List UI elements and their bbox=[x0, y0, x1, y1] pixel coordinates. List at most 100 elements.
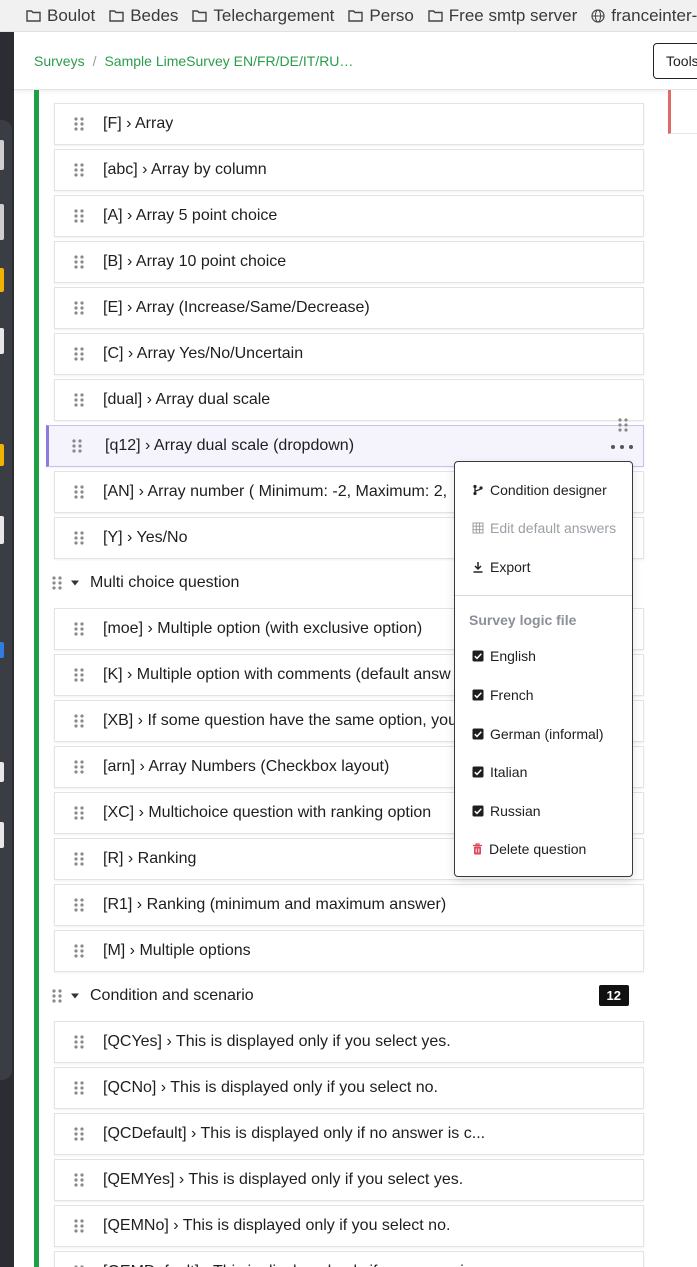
caret-down-icon[interactable] bbox=[70, 992, 80, 1000]
breadcrumb-survey-link[interactable]: Sample LimeSurvey EN/FR/DE/IT/RU… bbox=[104, 52, 354, 69]
question-label[interactable]: [K] › Multiple option with comments (def… bbox=[103, 666, 451, 683]
question-label[interactable]: [QEMYes] › This is displayed only if you… bbox=[103, 1171, 464, 1188]
question-label[interactable]: [QCDefault] › This is displayed only if … bbox=[103, 1125, 486, 1142]
drag-handle-icon[interactable] bbox=[55, 851, 103, 867]
menu-item-label: Delete question bbox=[489, 841, 587, 857]
drag-handle-icon[interactable] bbox=[49, 438, 105, 454]
breadcrumb-surveys-link[interactable]: Surveys bbox=[34, 52, 85, 69]
caret-down-icon[interactable] bbox=[70, 579, 80, 587]
question-row[interactable]: [QEMDefault] › This is displayed only if… bbox=[54, 1251, 644, 1267]
bookmark-perso[interactable]: Perso bbox=[348, 6, 414, 26]
question-label[interactable]: [B] › Array 10 point choice bbox=[103, 253, 287, 270]
menu-divider bbox=[455, 595, 632, 596]
drag-handle-icon[interactable] bbox=[55, 943, 103, 959]
question-actions-button[interactable] bbox=[611, 440, 633, 454]
question-label[interactable]: [F] › Array bbox=[103, 115, 174, 132]
question-label[interactable]: [R] › Ranking bbox=[103, 850, 197, 867]
menu-item-edit-default-answers[interactable]: Edit default answers bbox=[472, 520, 616, 536]
question-label[interactable]: [AN] › Array number ( Minimum: -2, Maxim… bbox=[103, 483, 448, 500]
question-row[interactable]: [QCDefault] › This is displayed only if … bbox=[54, 1113, 644, 1155]
question-row[interactable]: [QEMNo] › This is displayed only if you … bbox=[54, 1205, 644, 1247]
question-label[interactable]: [QEMDefault] › This is displayed only if… bbox=[103, 1263, 472, 1267]
question-row[interactable]: [q12] › Array dual scale (dropdown) bbox=[46, 425, 644, 467]
drag-handle-icon[interactable] bbox=[55, 1218, 103, 1234]
question-row[interactable]: [E] › Array (Increase/Same/Decrease) bbox=[54, 287, 644, 329]
question-label[interactable]: [Y] › Yes/No bbox=[103, 529, 188, 546]
bookmark-free-smtp-server[interactable]: Free smtp server bbox=[428, 6, 577, 26]
drag-handle-icon[interactable] bbox=[55, 346, 103, 362]
drag-handle-icon[interactable] bbox=[55, 897, 103, 913]
question-label[interactable]: [QEMNo] › This is displayed only if you … bbox=[103, 1217, 451, 1234]
question-row[interactable]: [M] › Multiple options bbox=[54, 930, 644, 972]
question-label[interactable]: [QCNo] › This is displayed only if you s… bbox=[103, 1079, 438, 1096]
question-label[interactable]: [QCYes] › This is displayed only if you … bbox=[103, 1033, 451, 1050]
tools-button[interactable]: Tools bbox=[653, 43, 697, 79]
side-panel-fragment bbox=[668, 90, 697, 134]
drag-handle-icon[interactable] bbox=[55, 254, 103, 270]
menu-item-label: Russian bbox=[490, 803, 541, 819]
drag-handle-icon[interactable] bbox=[55, 1126, 103, 1142]
menu-item-language[interactable]: French bbox=[472, 687, 534, 703]
bookmark-boulot[interactable]: Boulot bbox=[26, 6, 95, 26]
question-label[interactable]: [dual] › Array dual scale bbox=[103, 391, 271, 408]
drag-handle-icon[interactable] bbox=[617, 417, 629, 438]
menu-item-delete-question[interactable]: Delete question bbox=[472, 841, 586, 857]
question-label[interactable]: [R1] › Ranking (minimum and maximum answ… bbox=[103, 896, 447, 913]
question-label[interactable]: [A] › Array 5 point choice bbox=[103, 207, 278, 224]
checkbox-icon bbox=[472, 766, 484, 778]
drag-handle-icon[interactable] bbox=[55, 1034, 103, 1050]
drag-handle-icon[interactable] bbox=[55, 621, 103, 637]
question-label[interactable]: [abc] › Array by column bbox=[103, 161, 267, 178]
drag-handle-icon[interactable] bbox=[55, 162, 103, 178]
bookmark-bedes[interactable]: Bedes bbox=[109, 6, 178, 26]
drag-handle-icon[interactable] bbox=[55, 484, 103, 500]
table-icon bbox=[472, 522, 484, 534]
dock-indicator bbox=[0, 642, 4, 658]
drag-handle-icon[interactable] bbox=[55, 1080, 103, 1096]
drag-handle-icon[interactable] bbox=[55, 713, 103, 729]
drag-handle-icon[interactable] bbox=[55, 530, 103, 546]
drag-handle-icon[interactable] bbox=[55, 667, 103, 683]
question-label[interactable]: [moe] › Multiple option (with exclusive … bbox=[103, 620, 423, 637]
question-row[interactable]: [QCNo] › This is displayed only if you s… bbox=[54, 1067, 644, 1109]
drag-handle-icon[interactable] bbox=[55, 116, 103, 132]
bookmark-franceinter[interactable]: franceinter- bbox=[591, 6, 697, 26]
drag-handle-icon[interactable] bbox=[48, 575, 66, 591]
menu-item-condition-designer[interactable]: Condition designer bbox=[472, 482, 607, 498]
menu-item-language[interactable]: Russian bbox=[472, 803, 541, 819]
menu-item-language[interactable]: English bbox=[472, 648, 536, 664]
question-row[interactable]: [dual] › Array dual scale bbox=[54, 379, 644, 421]
question-label[interactable]: [XC] › Multichoice question with ranking… bbox=[103, 804, 432, 821]
question-label[interactable]: [E] › Array (Increase/Same/Decrease) bbox=[103, 299, 370, 316]
drag-handle-icon[interactable] bbox=[55, 208, 103, 224]
question-label[interactable]: [XB] › If some question have the same op… bbox=[103, 712, 457, 729]
group-label[interactable]: Condition and scenario bbox=[90, 987, 254, 1004]
menu-item-language[interactable]: German (informal) bbox=[472, 726, 604, 742]
question-row[interactable]: [QEMYes] › This is displayed only if you… bbox=[54, 1159, 644, 1201]
question-label[interactable]: [M] › Multiple options bbox=[103, 942, 251, 959]
drag-handle-icon[interactable] bbox=[55, 392, 103, 408]
question-row[interactable]: [B] › Array 10 point choice bbox=[54, 241, 644, 283]
question-row[interactable]: [QCYes] › This is displayed only if you … bbox=[54, 1021, 644, 1063]
drag-handle-icon[interactable] bbox=[55, 300, 103, 316]
bookmark-telechargement[interactable]: Telechargement bbox=[192, 6, 334, 26]
drag-handle-icon[interactable] bbox=[55, 1172, 103, 1188]
question-row[interactable]: [R1] › Ranking (minimum and maximum answ… bbox=[54, 884, 644, 926]
question-label[interactable]: [arn] › Array Numbers (Checkbox layout) bbox=[103, 758, 390, 775]
menu-item-language[interactable]: Italian bbox=[472, 764, 527, 780]
group-label[interactable]: Multi choice question bbox=[90, 574, 240, 591]
menu-item-export[interactable]: Export bbox=[472, 559, 530, 575]
bookmark-label: Bedes bbox=[130, 5, 179, 25]
question-row[interactable]: [A] › Array 5 point choice bbox=[54, 195, 644, 237]
drag-handle-icon[interactable] bbox=[48, 988, 66, 1004]
question-row[interactable]: [C] › Array Yes/No/Uncertain bbox=[54, 333, 644, 375]
trash-icon bbox=[473, 843, 482, 855]
drag-handle-icon[interactable] bbox=[55, 759, 103, 775]
question-label[interactable]: [q12] › Array dual scale (dropdown) bbox=[105, 437, 355, 454]
group-rail bbox=[34, 90, 39, 1267]
question-label[interactable]: [C] › Array Yes/No/Uncertain bbox=[103, 345, 304, 362]
question-row[interactable]: [F] › Array bbox=[54, 103, 644, 145]
drag-handle-icon[interactable] bbox=[55, 805, 103, 821]
question-row[interactable]: [abc] › Array by column bbox=[54, 149, 644, 191]
